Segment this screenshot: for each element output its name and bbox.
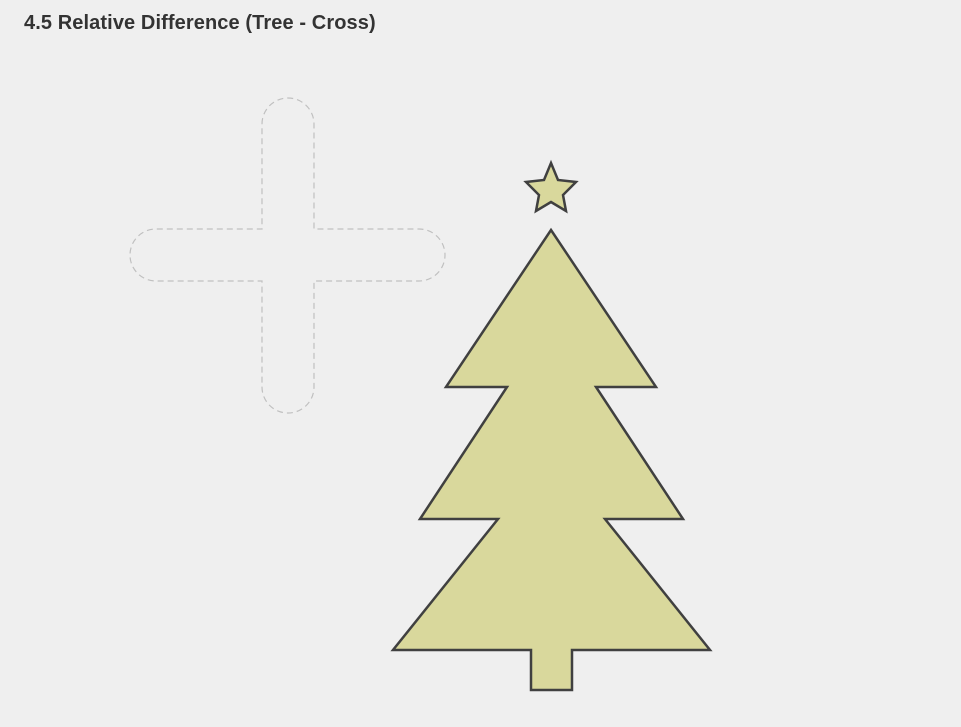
cross-outline	[129, 97, 446, 414]
tree-shape	[390, 227, 713, 692]
page-title: 4.5 Relative Difference (Tree - Cross)	[24, 12, 376, 34]
star-shape	[523, 159, 579, 214]
